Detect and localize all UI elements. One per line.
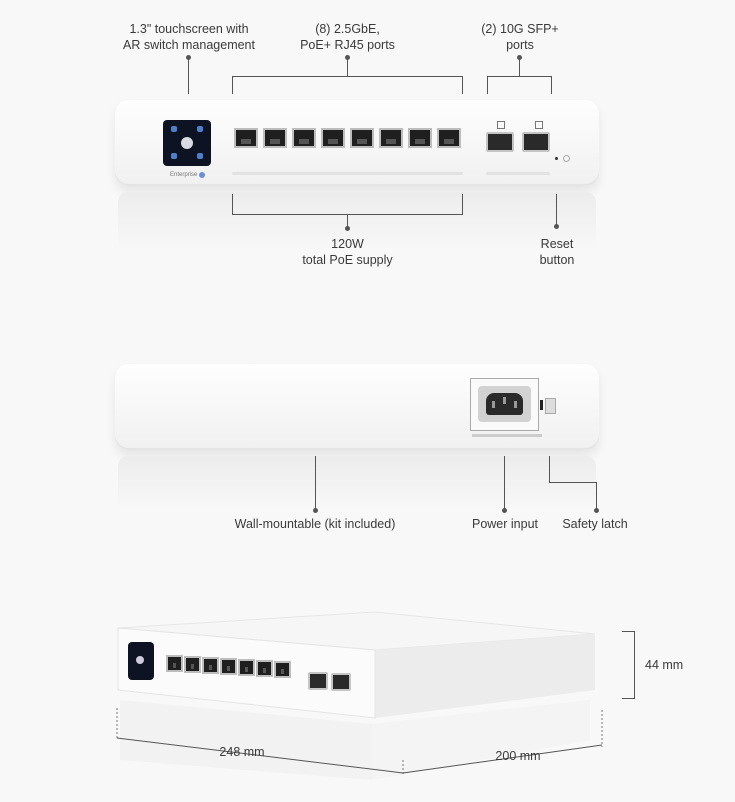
power-socket — [470, 378, 539, 431]
rj45-port — [274, 661, 291, 678]
poe-supply-label: 120W total PoE supply — [302, 237, 393, 267]
rj45-port — [220, 658, 237, 675]
rj45-port — [166, 655, 183, 672]
rj45-port — [408, 128, 432, 148]
rj45-ports-label: (8) 2.5GbE, PoE+ RJ45 ports — [300, 22, 395, 52]
app-icon — [197, 126, 203, 132]
reset-button — [555, 157, 558, 160]
width-label: 248 mm — [219, 745, 265, 759]
touchscreen — [128, 642, 154, 680]
brand-label: Enterprise — [170, 172, 198, 178]
touchscreen — [163, 120, 211, 166]
rj45-port — [234, 128, 258, 148]
reset-button-label: Reset button — [539, 237, 575, 267]
safety-latch-icon — [545, 398, 556, 414]
rj45-port — [238, 659, 255, 676]
rj45-port — [321, 128, 345, 148]
rj45-port — [292, 128, 316, 148]
rj45-bracket — [232, 76, 463, 77]
app-icon — [171, 153, 177, 159]
depth-label: 200 mm — [495, 749, 541, 763]
height-label: 44 mm — [645, 658, 684, 672]
sfp-port — [486, 132, 514, 152]
rj45-port — [256, 660, 273, 677]
rj45-port — [263, 128, 287, 148]
sfp-port — [331, 673, 351, 691]
touchscreen-label: 1.3" touchscreen with AR switch manageme… — [122, 22, 255, 52]
wall-mount-callout-line — [315, 456, 316, 510]
sfp-ports-label: (2) 10G SFP+ ports — [481, 22, 559, 52]
rj45-port — [437, 128, 461, 148]
rj45-port — [379, 128, 403, 148]
power-input-callout-line — [504, 456, 505, 510]
safety-latch-callout-line — [549, 456, 550, 482]
poe-indicator-bar — [232, 172, 463, 175]
touchscreen-callout-line — [188, 58, 189, 94]
wall-mountable-label: Wall-mountable (kit included) — [234, 517, 396, 531]
rj45-port — [202, 657, 219, 674]
poe-bracket — [232, 194, 233, 214]
sfp-port — [522, 132, 550, 152]
safety-latch-label: Safety latch — [562, 517, 628, 531]
sfp-port — [308, 672, 328, 690]
rj45-port — [184, 656, 201, 673]
power-led-icon — [563, 155, 570, 162]
rj45-port — [350, 128, 374, 148]
power-input-label: Power input — [471, 517, 538, 531]
height-dimension-line — [634, 631, 635, 699]
reset-callout-line — [556, 194, 557, 226]
app-icon — [171, 126, 177, 132]
app-icon — [197, 153, 203, 159]
sfp-bracket — [487, 76, 552, 77]
